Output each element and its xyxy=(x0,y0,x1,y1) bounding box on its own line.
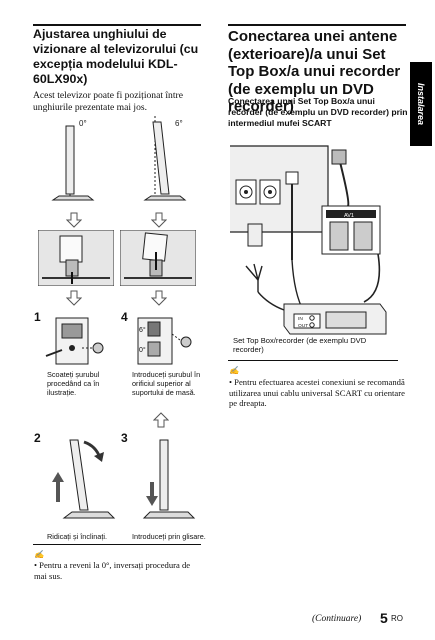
left-heading: Ajustarea unghiului de vizionare al tele… xyxy=(33,27,199,86)
right-subheading: Conectarea unui Set Top Box/a unui recor… xyxy=(228,96,408,128)
continuation-text: (Continuare) xyxy=(312,614,362,624)
device-port-in: IN xyxy=(298,316,303,322)
step-4-label-6: 6° xyxy=(139,326,146,334)
tv-tilted-side-view xyxy=(143,116,187,201)
step-1-caption: Scoateți șurubul procedând ca în ilustra… xyxy=(47,370,100,397)
arrow-down-icon xyxy=(151,212,167,228)
step-4-caption: Introduceți șurubul în orificiul superio… xyxy=(132,370,201,397)
arrow-down-icon xyxy=(66,212,82,228)
step-4-screw-insert-image: 6° 0° xyxy=(137,317,192,365)
angle-6-label: 6° xyxy=(175,119,183,128)
note-icon: ✍ xyxy=(229,366,239,375)
step-3-slide-in-image xyxy=(142,439,196,519)
step-3-caption: Introduceți prin glisare. xyxy=(132,532,206,541)
tv-port-label: AV1 xyxy=(344,213,354,219)
stand-bracket-photo-left xyxy=(38,230,114,286)
arrow-down-icon xyxy=(66,290,82,306)
step-4-number: 4 xyxy=(121,310,128,324)
right-note-text: Pentru efectuarea acestei conexiuni se r… xyxy=(229,377,405,408)
bullet-glyph: • xyxy=(229,377,235,387)
note-icon: ✍ xyxy=(34,550,44,559)
right-heading: Conectarea unei antene (exterioare)/a un… xyxy=(228,28,401,115)
arrow-down-icon xyxy=(151,290,167,306)
tv-angle-illustration: 0° 6° xyxy=(51,116,187,201)
tv-upright-side-view xyxy=(51,125,95,201)
left-note: • Pentru a reveni la 0°, inversați proce… xyxy=(34,560,204,581)
scart-connection-diagram: AV1 IN OUT xyxy=(230,145,387,335)
page-number: 5 xyxy=(380,610,388,626)
right-note-rule xyxy=(228,360,398,361)
right-note: • Pentru efectuarea acestei conexiuni se… xyxy=(229,377,407,409)
device-caption: Set Top Box/recorder (de exemplu DVD rec… xyxy=(233,336,367,354)
step-1-number: 1 xyxy=(34,310,41,324)
step-2-number: 2 xyxy=(34,431,41,445)
step-4-label-0: 0° xyxy=(139,346,146,354)
step-2-lift-tilt-image xyxy=(52,439,116,519)
left-note-rule xyxy=(33,544,201,545)
device-port-out: OUT xyxy=(298,323,308,329)
left-heading-rule xyxy=(33,24,201,26)
step-2-caption: Ridicați și înclinați. xyxy=(47,532,108,541)
stand-bracket-photo-right xyxy=(120,230,196,286)
bullet-glyph: • xyxy=(34,560,40,570)
step-3-number: 3 xyxy=(121,431,128,445)
arrow-up-icon xyxy=(153,412,169,428)
side-section-tab: Instalarea xyxy=(410,62,432,146)
step-1-screw-removal-image xyxy=(45,317,104,365)
right-heading-rule xyxy=(228,24,406,26)
left-note-text: Pentru a reveni la 0°, inversați procedu… xyxy=(34,560,191,581)
page-language: RO xyxy=(391,614,403,623)
left-intro: Acest televizor poate fi poziționat într… xyxy=(33,90,183,113)
angle-0-label: 0° xyxy=(79,119,87,128)
side-section-tab-label: Instalarea xyxy=(416,82,426,126)
